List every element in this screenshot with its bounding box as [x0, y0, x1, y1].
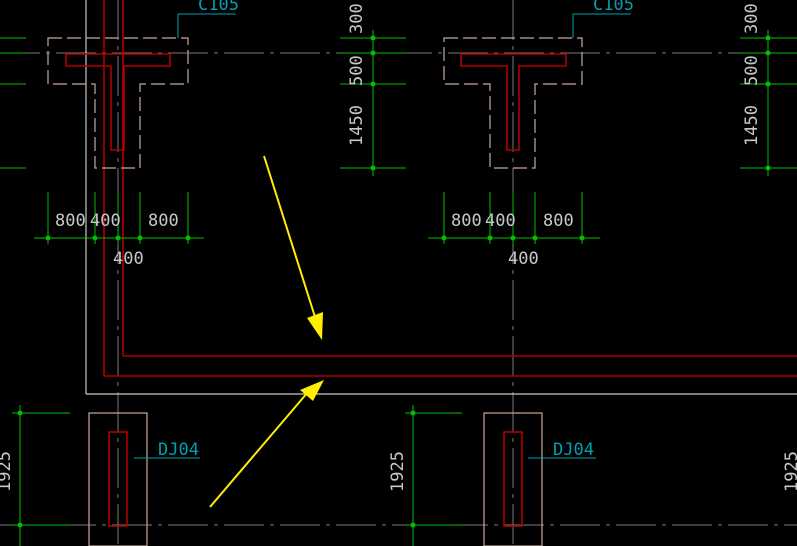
- dim-text: 400: [90, 211, 121, 231]
- dim-text: 300: [742, 3, 762, 34]
- dim-text: 400: [485, 211, 516, 231]
- footing-label-mid: DJ04: [553, 440, 594, 460]
- footing-label-left: DJ04: [158, 440, 199, 460]
- column-footing-mid: [443, 37, 583, 169]
- dim-text: 800: [451, 211, 482, 231]
- column-label-left: C105: [198, 0, 239, 15]
- label-leaders: [134, 13, 631, 459]
- dim-text: 500: [347, 55, 367, 86]
- column-label-mid: C105: [593, 0, 634, 15]
- dim-text: 1450: [742, 105, 762, 146]
- footing-dj04-mid: [483, 412, 543, 546]
- footing-dj04-left: [88, 412, 148, 546]
- dim-text: 1925: [0, 451, 15, 492]
- dim-text: 1925: [782, 451, 797, 492]
- dim-text: 1925: [388, 451, 408, 492]
- dim-text: 300: [347, 3, 367, 34]
- dim-text: 800: [543, 211, 574, 231]
- dim-text: 800: [148, 211, 179, 231]
- dim-text: 400: [508, 249, 539, 269]
- arrow-icon-upper: [263, 155, 323, 340]
- column-footing-left: [47, 37, 189, 169]
- dim-text: 1450: [347, 105, 367, 146]
- beam-rebar: [103, 0, 797, 377]
- arrow-icon-lower: [209, 380, 324, 508]
- slab-outline: [85, 0, 797, 395]
- dim-text: 400: [113, 249, 144, 269]
- dim-text: 800: [55, 211, 86, 231]
- dimension-ticks: [17, 35, 771, 528]
- dim-text: 500: [742, 55, 762, 86]
